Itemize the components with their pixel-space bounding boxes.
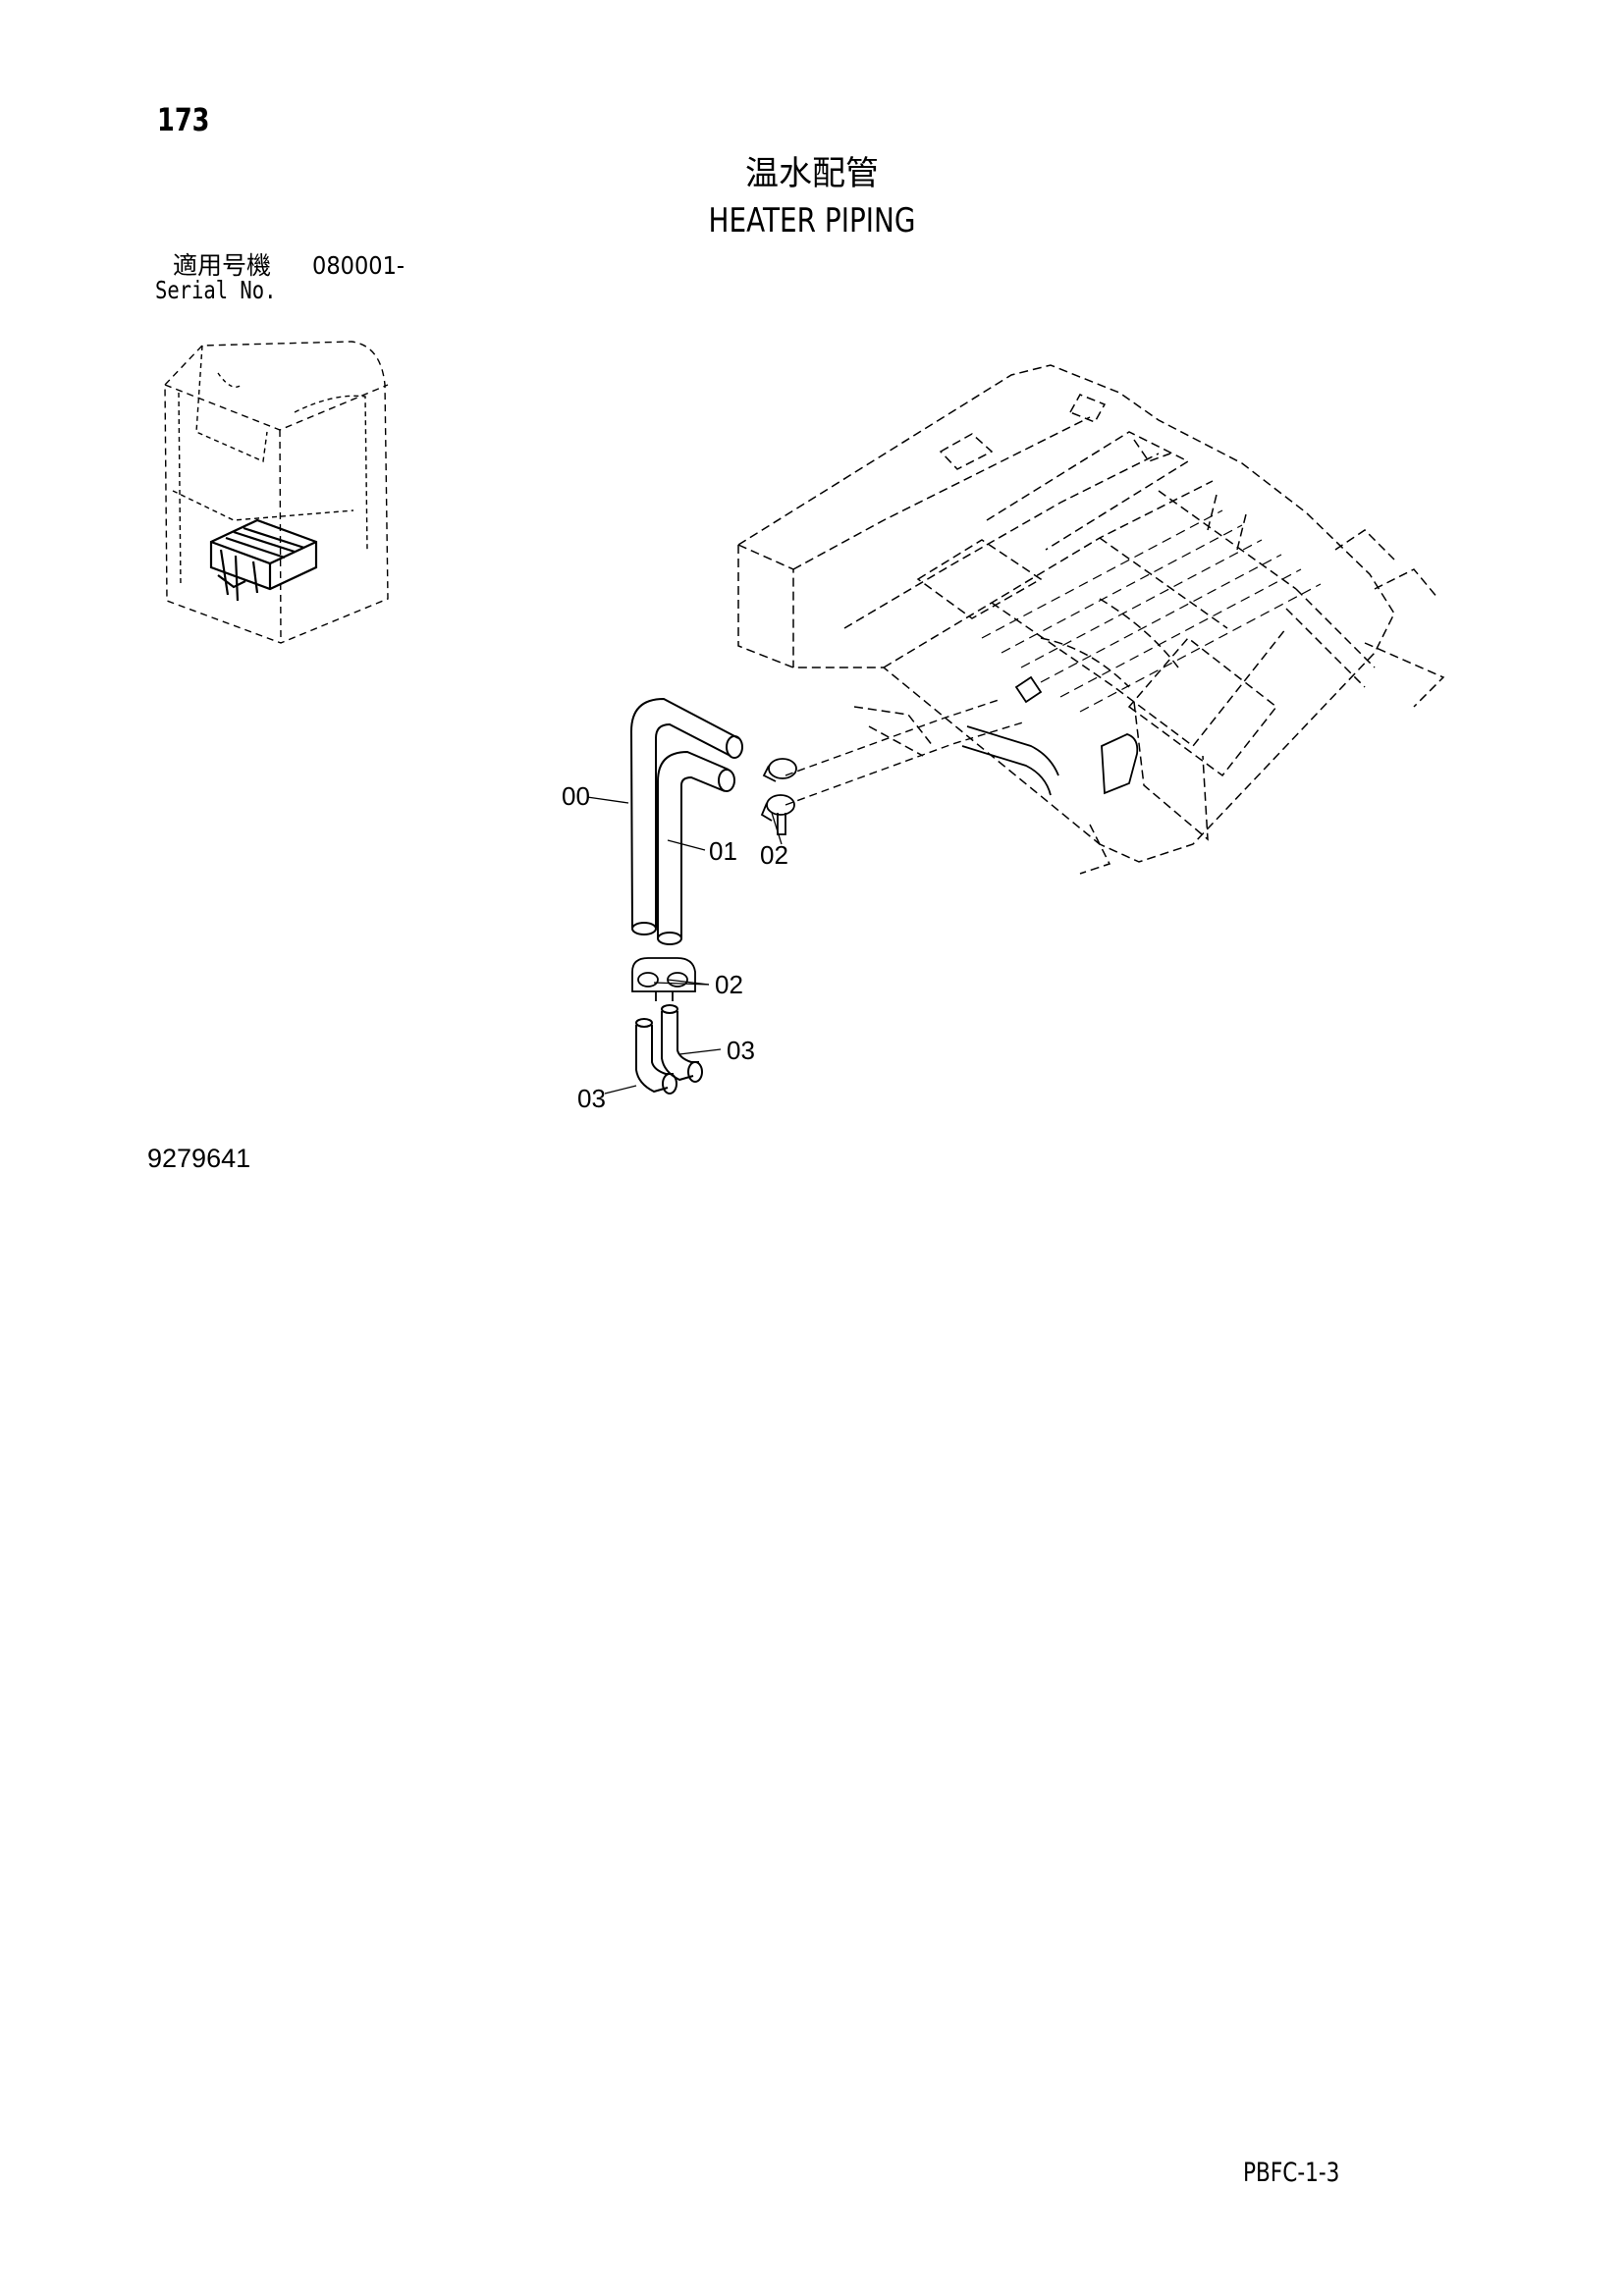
cab-location-inset: [164, 341, 389, 644]
callout-02-lower: 02: [715, 970, 743, 999]
leader-lines: [586, 796, 783, 1095]
page-number: 173: [157, 101, 210, 138]
connection-line: [785, 698, 1027, 806]
callout-01: 01: [709, 836, 737, 866]
serial-label-english: Serial No.: [155, 276, 277, 304]
figure-code: 9279641: [147, 1144, 251, 1173]
serial-label-japanese: 適用号機: [173, 251, 272, 280]
elbow-03-left: [635, 1018, 677, 1095]
title-english: HEATER PIPING: [708, 201, 916, 240]
page-code: PBFC-1-3: [1243, 2158, 1340, 2188]
clamp-02-upper: [760, 758, 797, 835]
callout-03-left: 03: [577, 1084, 606, 1113]
clamp-02-lower: [631, 957, 696, 1001]
elbow-03-right: [661, 1004, 703, 1083]
callout-03-right: 03: [727, 1036, 755, 1065]
heater-unit: [737, 364, 1445, 875]
hose-01: [657, 750, 735, 945]
callout-02-upper: 02: [760, 840, 788, 870]
unit-hose-stubs: [961, 675, 1139, 796]
title-japanese: 温水配管: [745, 154, 879, 193]
serial-range: 080001-: [312, 251, 406, 280]
hose-00: [629, 697, 743, 935]
callout-00: 00: [562, 781, 590, 811]
heater-core-fins: [981, 509, 1322, 713]
heater-unit-mini: [209, 518, 318, 602]
